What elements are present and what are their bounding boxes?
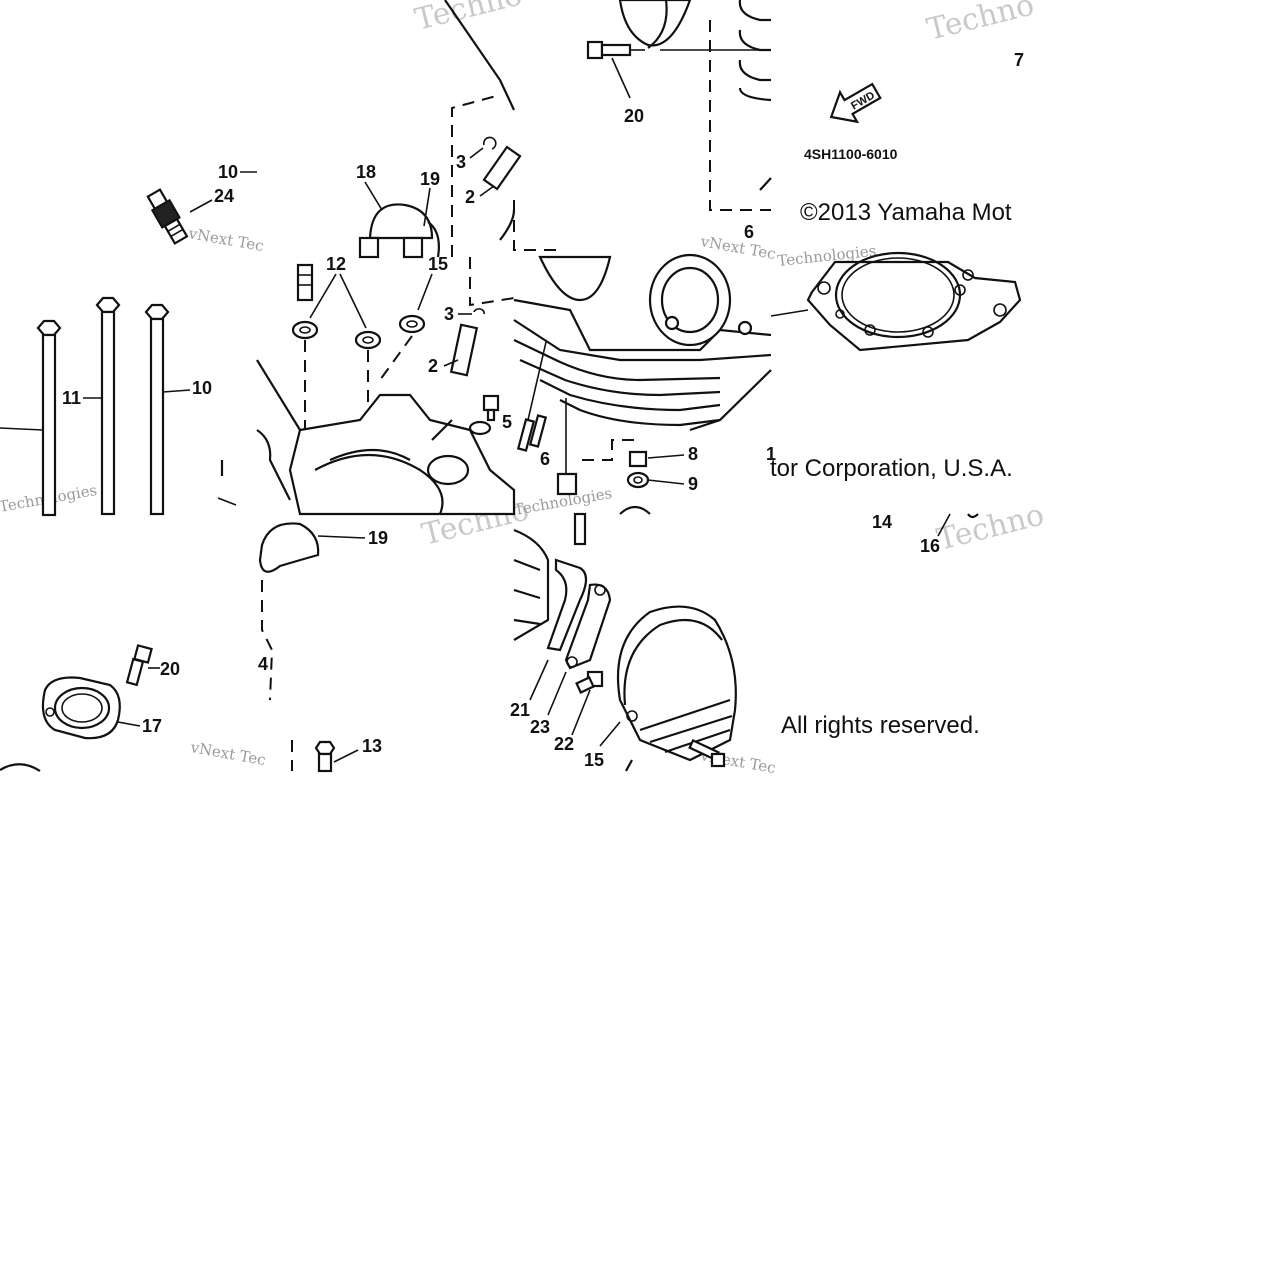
- label-23: 23: [530, 717, 550, 737]
- label-15: 15: [584, 750, 604, 770]
- label-20: 20: [160, 659, 180, 679]
- cylinder-head-tile: 12 15 3 2 5: [256, 254, 516, 516]
- side-cover: [616, 605, 737, 762]
- label-6: 6: [540, 449, 550, 469]
- cylinder-top-tile: 20 6: [513, 0, 772, 251]
- label-12: 12: [326, 254, 346, 274]
- label-17: 17: [142, 716, 162, 736]
- label-10: 10: [218, 162, 238, 182]
- header-tile: 7 FWD 4SH1100-6010 ©2013 Yamaha Mot: [800, 50, 1024, 226]
- watermark-text: Techno: [923, 0, 1037, 48]
- label-20: 20: [624, 106, 644, 126]
- label-3: 3: [456, 152, 466, 172]
- copyright-line1-a: ©2013 Yamaha Mot: [800, 199, 1012, 226]
- label-5: 5: [502, 412, 512, 432]
- label-18: 18: [356, 162, 376, 182]
- cylinder-head: [288, 393, 516, 516]
- label-2: 2: [465, 187, 475, 207]
- label-9: 9: [688, 474, 698, 494]
- exhaust-flange-tile: 20 17: [0, 644, 180, 772]
- label-15: 15: [428, 254, 448, 274]
- label-24: 24: [214, 186, 234, 206]
- label-22: 22: [554, 734, 574, 754]
- label-19: 19: [420, 169, 440, 189]
- copyright-line1-b: tor Corporation, U.S.A.: [770, 455, 1013, 482]
- label-14: 14: [872, 512, 892, 532]
- head-gasket-tile: 19 4 13: [258, 522, 388, 773]
- part-number: 4SH1100-6010: [804, 146, 898, 162]
- label-4: 4: [258, 654, 268, 674]
- head-cover-tile: 18 19 3 2: [356, 0, 522, 259]
- footer-tile: 14 16 All rights reserved.: [781, 512, 980, 739]
- cylinder-gasket: [806, 260, 1022, 352]
- label-2: 2: [428, 356, 438, 376]
- label-16: 16: [920, 536, 940, 556]
- watermark-text: vNext Tec: [186, 224, 265, 255]
- label-8: 8: [688, 444, 698, 464]
- spark-plug-tile: 24 10: [146, 162, 257, 245]
- watermark-text: Techno: [411, 0, 525, 38]
- leader-line: [189, 199, 213, 213]
- label-21: 21: [510, 700, 530, 720]
- label-13: 13: [362, 736, 382, 756]
- side-cover-tile: 21 23 22 15: [510, 512, 737, 772]
- label-1: 1: [766, 444, 776, 464]
- bracket: [368, 203, 434, 240]
- label-19: 19: [368, 528, 388, 548]
- head-bolts-tile: 11 10: [0, 296, 237, 517]
- label-6: 6: [744, 222, 754, 242]
- label-7: 7: [1014, 50, 1024, 70]
- spark-plug: [146, 188, 189, 245]
- watermark-text: vNext Tec: [188, 738, 267, 769]
- watermark-text: vNext Tec: [698, 232, 777, 263]
- cylinder-tile: 6 8 9: [513, 253, 772, 515]
- gasket-tile: tor Corporation, U.S.A. 1: [766, 251, 1022, 482]
- watermark-text: Techno: [933, 497, 1047, 557]
- label-3: 3: [444, 304, 454, 324]
- fwd-arrow: FWD: [829, 82, 882, 124]
- copyright-line2: All rights reserved.: [781, 712, 980, 739]
- label-11: 11: [62, 388, 81, 408]
- label-10: 10: [192, 378, 212, 398]
